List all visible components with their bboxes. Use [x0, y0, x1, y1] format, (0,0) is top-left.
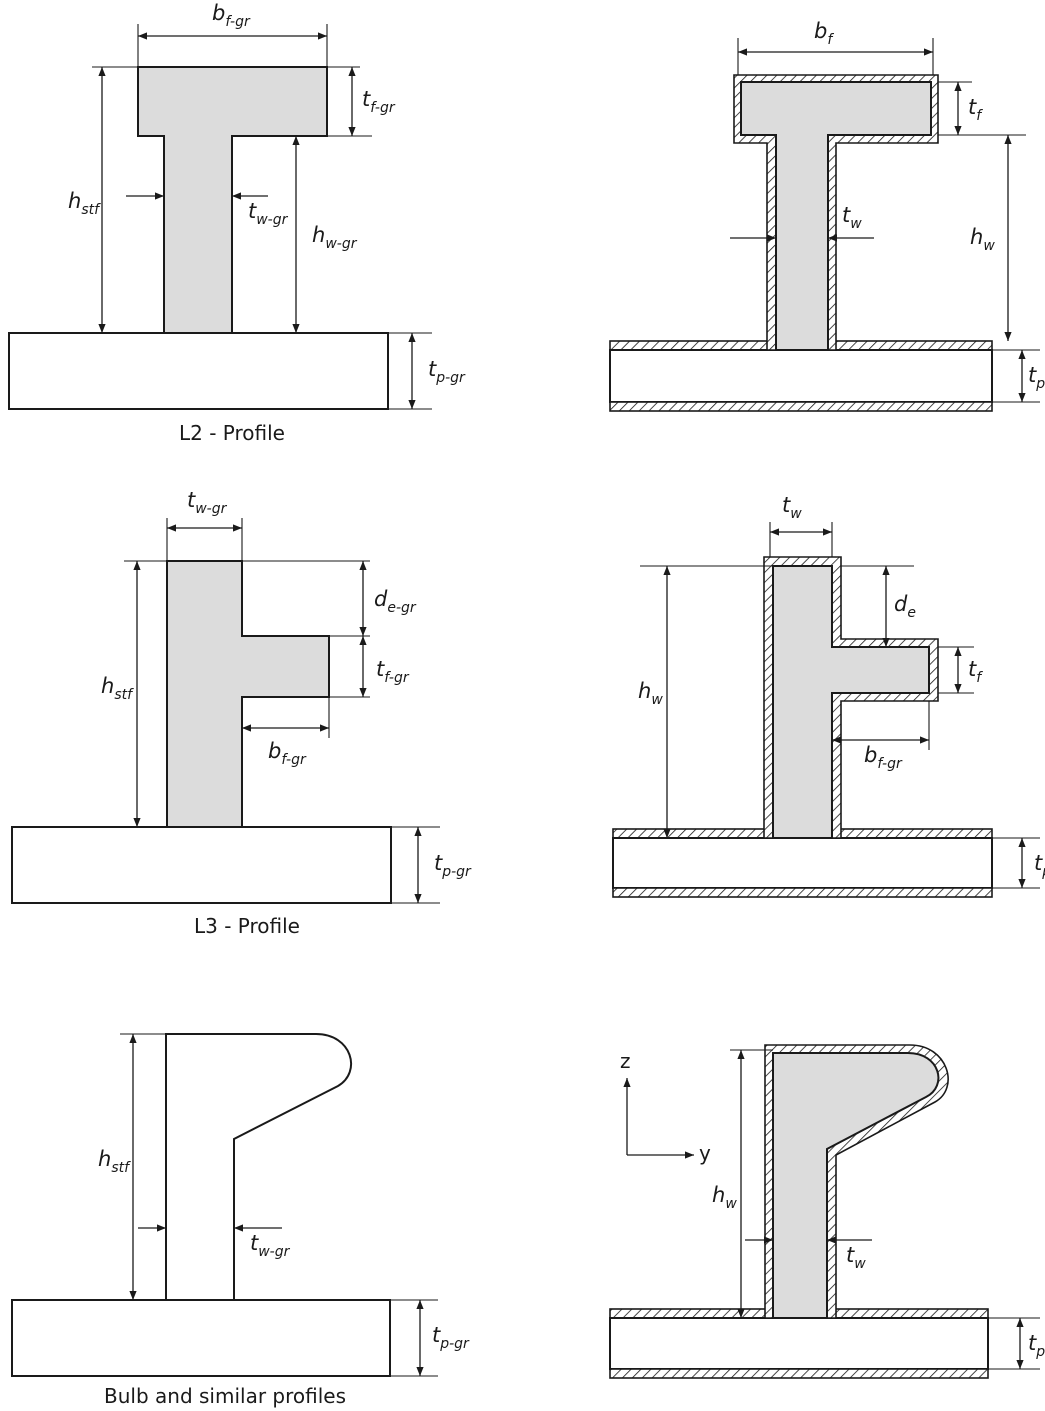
label-h-w: hw: [970, 225, 995, 254]
label-t-f-l3: tf: [968, 657, 983, 686]
caption-bulb-profiles: Bulb and similar profiles: [104, 1384, 346, 1408]
label-t-w: tw: [842, 203, 862, 232]
label-t-f: tf: [968, 95, 983, 124]
label-h-w-gr: hw-gr: [312, 223, 358, 252]
label-d-e: de: [894, 592, 916, 621]
label-t-w-gr: tw-gr: [248, 199, 289, 228]
l3-net-plate-bottom-corrosion: [612, 887, 993, 898]
label-t-p-gr: tp-gr: [428, 357, 466, 386]
l2-gross-profile: bf-gr hstf tf-gr tw-gr hw-gr tp-gr L2 - …: [8, 1, 466, 445]
bulb-net-profile: z y hw tw tp: [609, 1044, 1045, 1379]
coordinate-axes: z y: [620, 1049, 711, 1165]
label-b-f-gr-l3: bf-gr: [268, 739, 307, 768]
l2-net-plate-bottom-corrosion: [609, 401, 993, 412]
label-t-f-gr-l3: tf-gr: [376, 657, 410, 686]
l3-gross-profile: tw-gr hstf de-gr tf-gr bf-gr tp-gr L3 - …: [11, 488, 472, 938]
bulb-gross-plate: [11, 1299, 391, 1377]
label-b-f: bf: [814, 19, 834, 48]
l2-net-profile: bf tf hw tw tp: [609, 19, 1045, 412]
l3-net-plate: [612, 837, 993, 889]
axis-label-z: z: [620, 1049, 631, 1073]
l3-net-profile: tw hw de tf bf-gr tp: [612, 493, 1045, 898]
l2-net-section: [740, 81, 932, 351]
axis-label-y: y: [699, 1141, 711, 1165]
label-t-w-gr-l3: tw-gr: [187, 488, 228, 517]
label-h-stf-l3: hstf: [101, 674, 134, 703]
l3-net-section: [772, 565, 930, 839]
label-t-p-gr-l3: tp-gr: [434, 851, 472, 880]
l2-net-plate: [609, 349, 993, 403]
bulb-net-plate-bottom-corrosion: [609, 1368, 989, 1379]
label-t-p-gr-bulb: tp-gr: [432, 1323, 470, 1352]
l2-gross-section: [137, 66, 328, 334]
caption-l3-profile: L3 - Profile: [194, 914, 300, 938]
label-t-w-bulb: tw: [846, 1243, 866, 1272]
label-t-w-gr-bulb: tw-gr: [250, 1231, 291, 1260]
label-t-w-l3: tw: [782, 493, 802, 522]
l3-gross-plate: [11, 826, 392, 904]
label-h-w-bulb: hw: [712, 1183, 737, 1212]
label-h-stf-bulb: hstf: [98, 1147, 131, 1176]
l3-gross-section: [166, 560, 330, 828]
label-h-stf: hstf: [68, 189, 101, 218]
label-b-f-gr-l3-net: bf-gr: [864, 743, 903, 772]
label-h-w-l3: hw: [638, 679, 663, 708]
l2-gross-plate: [8, 332, 389, 410]
bulb-net-section: [772, 1052, 940, 1319]
label-b-f-gr: bf-gr: [212, 1, 251, 30]
label-t-p-bulb: tp: [1028, 1331, 1045, 1360]
caption-l2-profile: L2 - Profile: [179, 421, 285, 445]
label-d-e-gr: de-gr: [374, 587, 417, 616]
label-t-p-l3: tp: [1034, 851, 1045, 880]
bulb-gross-section: [165, 1033, 353, 1301]
label-t-f-gr: tf-gr: [362, 87, 396, 116]
bulb-gross-profile: hstf tw-gr tp-gr Bulb and similar profil…: [11, 1033, 470, 1408]
bulb-net-plate: [609, 1317, 989, 1370]
label-t-p: tp: [1028, 363, 1045, 392]
